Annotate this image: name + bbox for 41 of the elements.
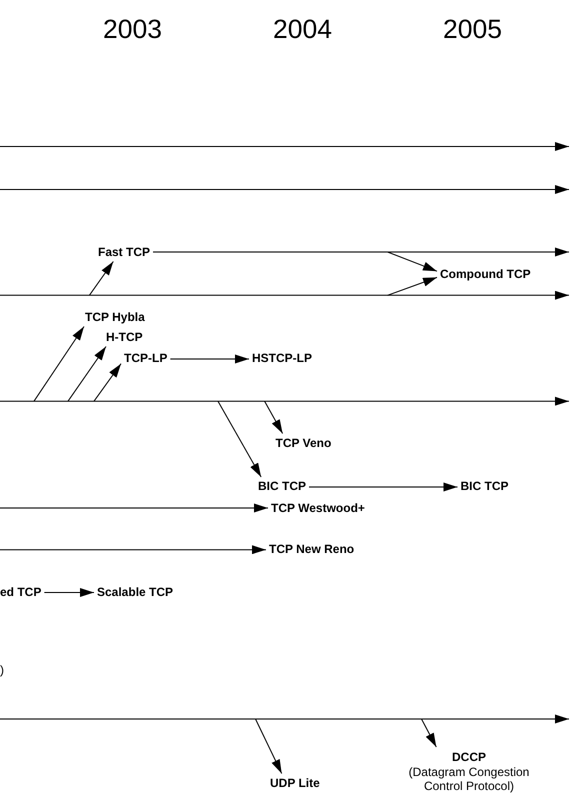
arrow xyxy=(94,363,122,402)
timeline-arrow xyxy=(0,290,570,300)
arrow xyxy=(387,276,438,296)
arrow xyxy=(218,400,262,478)
arrow xyxy=(170,354,250,364)
arrow xyxy=(88,261,114,296)
protocol-name: H-TCP xyxy=(106,330,143,344)
arrow xyxy=(0,504,268,512)
protocol-name: DCCP xyxy=(452,750,486,764)
timeline-arrow xyxy=(0,396,570,406)
protocol-name: TCP-LP xyxy=(124,352,168,365)
protocol-name: TCP Veno xyxy=(276,436,332,450)
protocol-name: BIC TCP xyxy=(460,480,508,493)
arrow xyxy=(34,326,84,402)
arrow xyxy=(308,482,458,492)
year-label: 2004 xyxy=(273,14,332,44)
timeline-arrow xyxy=(0,185,570,194)
protocol-name: BIC TCP xyxy=(258,480,306,493)
protocol-name: Compound TCP xyxy=(440,268,531,281)
protocol-name: TCP Hybla xyxy=(85,310,145,324)
protocol-name: TCP New Reno xyxy=(269,543,354,556)
arrow xyxy=(0,545,266,554)
arrow xyxy=(255,718,282,774)
protocol-name: HSTCP-LP xyxy=(252,352,312,365)
arrow xyxy=(421,718,437,748)
cut-off-text: ) xyxy=(0,663,4,677)
protocol-name: ed TCP xyxy=(0,586,42,599)
timeline-arrow xyxy=(0,142,570,151)
protocol-name: UDP Lite xyxy=(270,776,320,790)
arrow xyxy=(44,588,94,597)
protocol-name: TCP Westwood+ xyxy=(271,502,365,514)
arrow xyxy=(264,400,284,434)
year-label: 2003 xyxy=(103,14,162,44)
arrow xyxy=(387,248,570,256)
timeline-arrow xyxy=(0,714,570,724)
protocol-name: Fast TCP xyxy=(98,246,150,258)
protocol-name: Scalable TCP xyxy=(97,586,174,599)
arrow xyxy=(68,346,106,402)
protocol-description: (Datagram Congestion Control Protocol) xyxy=(408,764,530,794)
arrow xyxy=(387,252,438,272)
year-label: 2005 xyxy=(443,14,502,44)
